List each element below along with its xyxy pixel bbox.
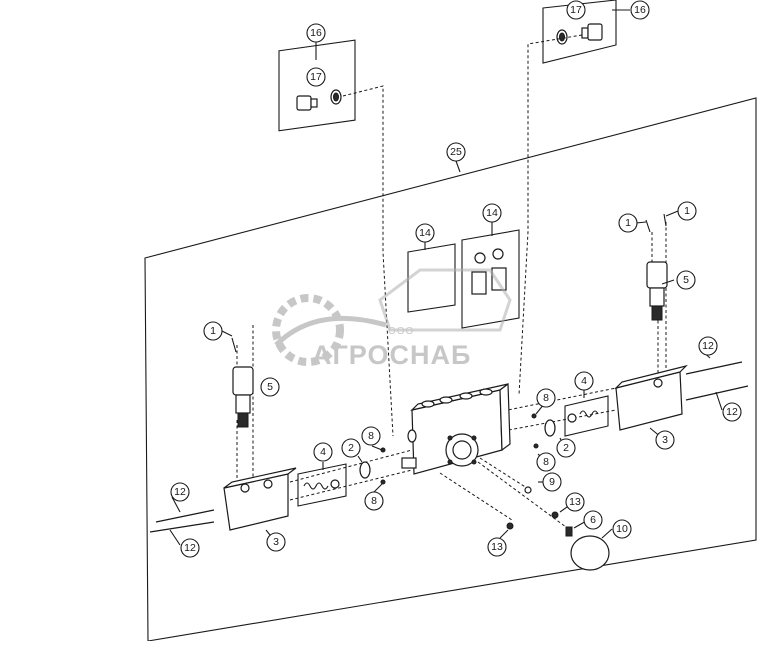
- screws: [231, 213, 667, 353]
- svg-text:25: 25: [450, 146, 462, 158]
- o-ring-right: [544, 419, 556, 437]
- callout-1-right-a: 1: [618, 213, 638, 233]
- watermark-company-name: АГРОСНАБ: [312, 340, 471, 370]
- svg-text:1: 1: [625, 217, 631, 229]
- callout-14-right: 14: [482, 203, 502, 223]
- kit-14-parts: [471, 248, 507, 295]
- callout-4-right: 4: [574, 371, 594, 391]
- spring-kit-left: [297, 463, 347, 507]
- tie-rods: [149, 361, 749, 533]
- plug-right: [556, 23, 603, 45]
- svg-text:8: 8: [371, 495, 377, 507]
- callout-12-right-top: 12: [698, 336, 718, 356]
- svg-text:12: 12: [184, 542, 196, 554]
- callout-9: 9: [542, 472, 562, 492]
- svg-text:5: 5: [267, 381, 273, 393]
- svg-text:8: 8: [543, 456, 549, 468]
- svg-text:12: 12: [726, 406, 738, 418]
- svg-text:13: 13: [569, 496, 581, 508]
- svg-text:12: 12: [174, 486, 186, 498]
- svg-text:16: 16: [634, 4, 646, 16]
- callout-8-left-top: 8: [361, 426, 381, 446]
- callout-1-right-b: 1: [677, 201, 697, 221]
- kit-box-left: [278, 39, 356, 132]
- callout-8-left-bottom: 8: [364, 491, 384, 511]
- svg-text:16: 16: [310, 27, 322, 39]
- svg-text:1: 1: [210, 325, 216, 337]
- callout-1-left: 1: [203, 321, 223, 341]
- callout-5-left: 5: [260, 377, 280, 397]
- callout-8-right-top: 8: [536, 388, 556, 408]
- watermark-prefix: ООО: [388, 326, 414, 337]
- callout-17-left: 17: [306, 67, 326, 87]
- svg-text:17: 17: [570, 4, 582, 16]
- svg-text:3: 3: [662, 434, 668, 446]
- callouts: 16 17 16 17 25 14 14 1 1 1 5 5 12 12 12 …: [170, 0, 742, 558]
- o-ring-large: [570, 535, 610, 571]
- svg-text:9: 9: [549, 476, 555, 488]
- assembly-panel: [144, 97, 757, 642]
- callout-13-right: 13: [565, 492, 585, 512]
- callout-4-left: 4: [313, 442, 333, 462]
- svg-text:2: 2: [348, 442, 354, 454]
- svg-text:14: 14: [486, 207, 498, 219]
- svg-text:2: 2: [563, 442, 569, 454]
- watermark-logo: ООО АГРОСНАБ: [272, 268, 512, 370]
- callout-12-left-bottom: 12: [180, 538, 200, 558]
- svg-text:8: 8: [543, 392, 549, 404]
- kit-box-right: [542, 0, 617, 64]
- svg-text:4: 4: [581, 375, 587, 387]
- plug-left: [296, 89, 342, 111]
- solenoid-left: [232, 366, 254, 428]
- callout-2-left: 2: [341, 438, 361, 458]
- callout-12-left-top: 12: [170, 482, 190, 502]
- o-ring-left: [359, 461, 371, 479]
- svg-text:6: 6: [590, 514, 596, 526]
- kit-box-14-left: [407, 243, 456, 313]
- housing-left: [223, 467, 297, 531]
- svg-text:12: 12: [702, 340, 714, 352]
- solenoid-right: [646, 261, 668, 321]
- kit-box-14-right: [461, 229, 520, 329]
- callout-8-right-bottom: 8: [536, 452, 556, 472]
- svg-text:13: 13: [491, 541, 503, 553]
- callout-3-left: 3: [266, 532, 286, 552]
- small-parts: [380, 413, 573, 537]
- spring-kit-right: [564, 395, 609, 437]
- callout-14-left: 14: [415, 223, 435, 243]
- svg-text:5: 5: [683, 274, 689, 286]
- callout-5-right: 5: [676, 270, 696, 290]
- dashed-leaders: [236, 34, 667, 531]
- callout-13-bottom: 13: [487, 537, 507, 557]
- svg-text:4: 4: [320, 446, 326, 458]
- svg-text:17: 17: [310, 71, 322, 83]
- callout-12-right-bottom: 12: [722, 402, 742, 422]
- callout-16-left: 16: [306, 23, 326, 43]
- valve-body: [401, 382, 511, 475]
- callout-10: 10: [612, 519, 632, 539]
- svg-text:8: 8: [368, 430, 374, 442]
- housing-right: [614, 364, 688, 431]
- callout-2-right: 2: [556, 438, 576, 458]
- svg-text:1: 1: [684, 205, 690, 217]
- callout-25: 25: [446, 142, 466, 162]
- callout-17-right: 17: [566, 0, 586, 20]
- svg-text:3: 3: [273, 536, 279, 548]
- callout-3-right: 3: [655, 430, 675, 450]
- svg-text:14: 14: [419, 227, 431, 239]
- callout-6: 6: [583, 510, 603, 530]
- callout-16-right: 16: [630, 0, 650, 20]
- svg-text:10: 10: [616, 523, 628, 535]
